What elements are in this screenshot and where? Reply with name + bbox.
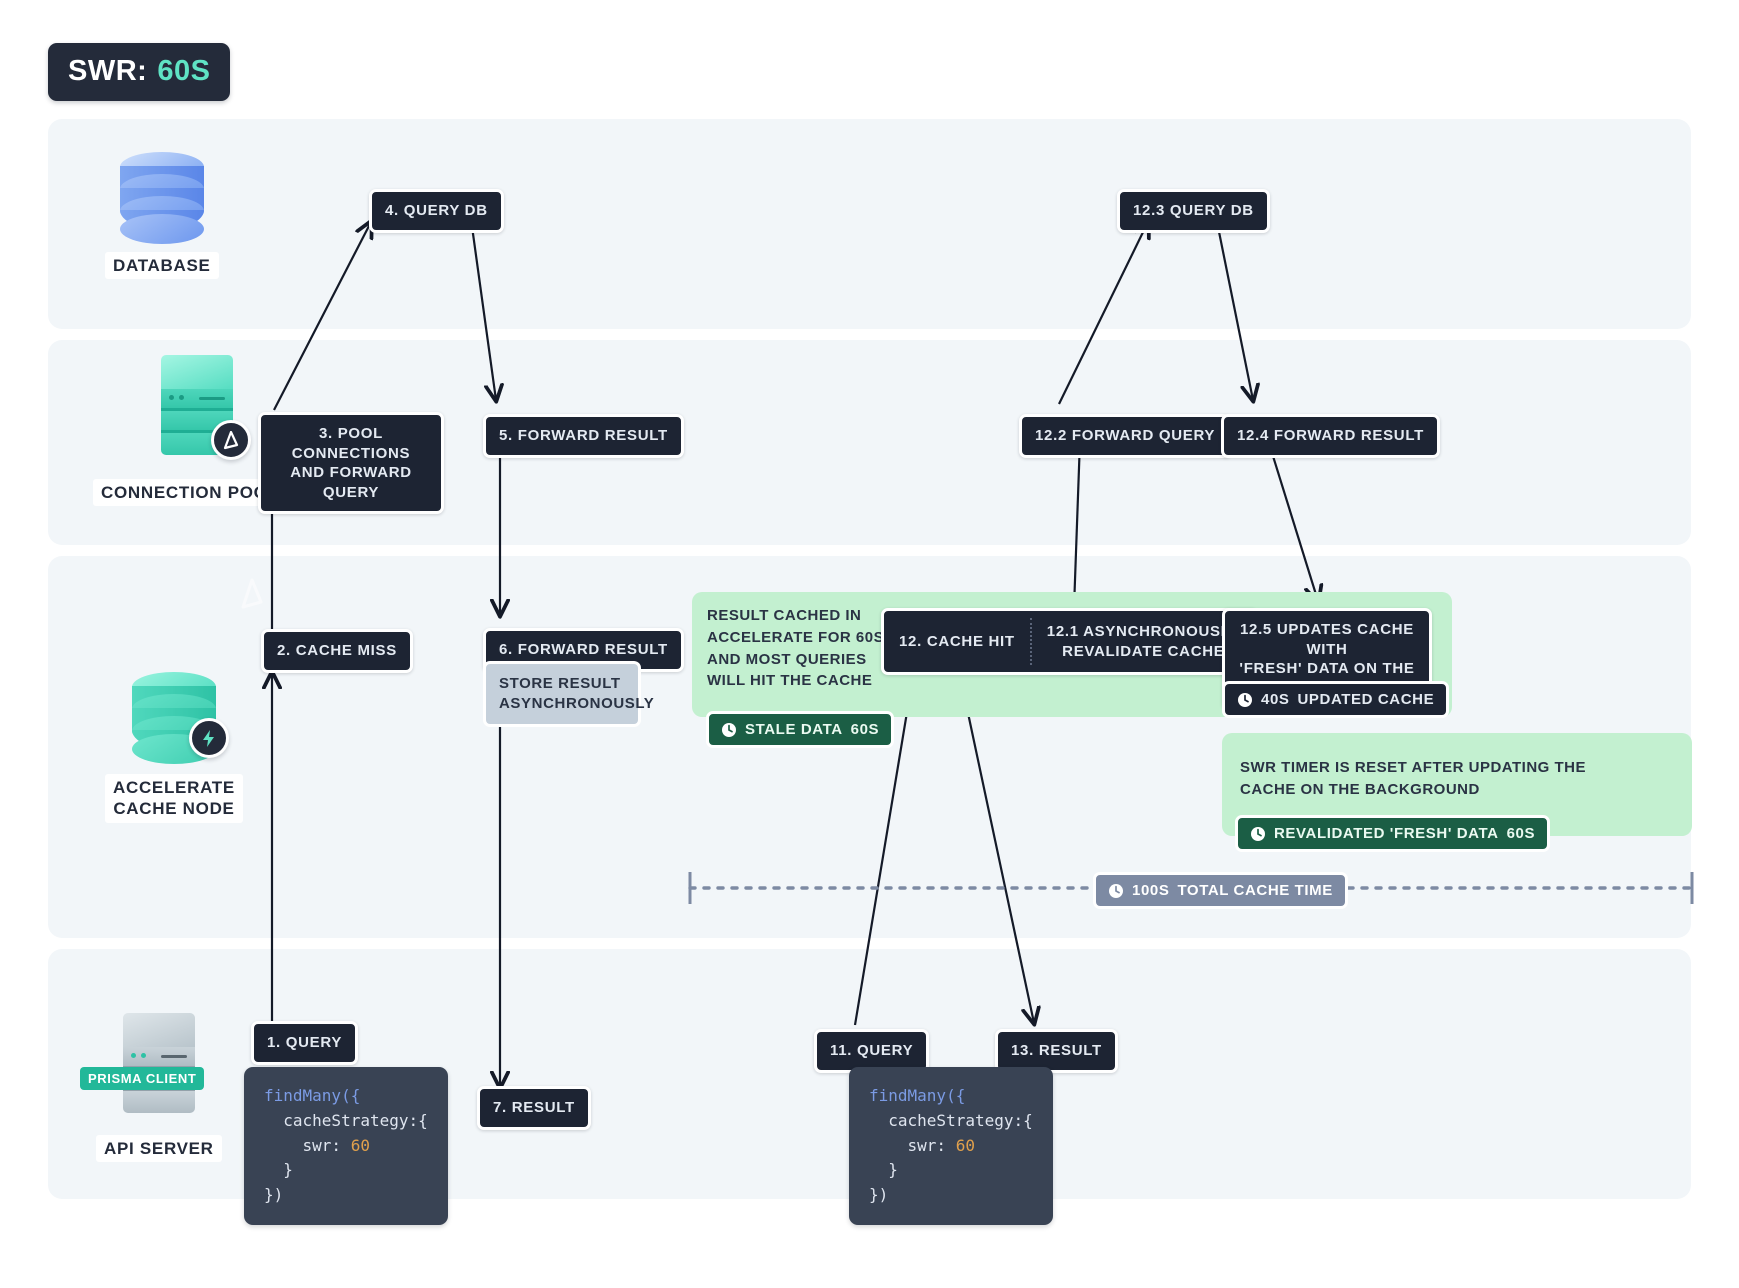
chip-divider <box>1029 618 1032 665</box>
chip-step-3[interactable]: 3. POOL CONNECTIONS AND FORWARD QUERY <box>258 412 444 514</box>
swr-title-badge: SWR: 60S <box>48 43 231 101</box>
badge-stale-label: STALE DATA <box>745 721 843 738</box>
chip-step-12-4[interactable]: 12.4 FORWARD RESULT <box>1221 414 1440 458</box>
badge-updated-cache: 40S UPDATED CACHE <box>1222 681 1450 718</box>
code-block-left[interactable]: findMany({ cacheStrategy:{ swr: 60 } }) <box>244 1067 448 1225</box>
chip-step-12-2[interactable]: 12.2 FORWARD QUERY <box>1019 414 1232 458</box>
badge-total-label: TOTAL CACHE TIME <box>1177 882 1333 899</box>
database-cylinder-icon <box>119 152 204 244</box>
prisma-logo-icon <box>210 420 251 460</box>
swr-value: 60S <box>157 55 211 87</box>
clock-icon <box>1109 883 1123 898</box>
code-num-left: 60 <box>350 1135 370 1155</box>
clock-icon <box>1238 692 1252 707</box>
code-l2-right: cacheStrategy:{ <box>869 1110 1033 1130</box>
badge-revalidated-time: 60S <box>1506 825 1536 842</box>
chip-step-1[interactable]: 1. QUERY <box>251 1021 359 1065</box>
chip-step-13[interactable]: 13. RESULT <box>995 1029 1118 1073</box>
lightning-bolt-icon <box>188 718 229 758</box>
cache-cylinder-icon <box>131 672 229 764</box>
chip-step-5[interactable]: 5. FORWARD RESULT <box>483 414 684 458</box>
lane-database <box>48 119 1691 329</box>
badge-updated-time: 40S <box>1261 691 1290 708</box>
code-l3-right: swr: <box>869 1135 956 1155</box>
code-l5-left: }) <box>264 1185 284 1205</box>
connection-pool-server-icon <box>160 355 251 463</box>
clock-icon <box>1251 826 1265 841</box>
label-api-server: API SERVER <box>96 1135 222 1163</box>
node-cache: ACCELERATE CACHE NODE <box>105 672 243 823</box>
code-l3-left: swr: <box>264 1135 351 1155</box>
badge-total-cache-time: 100S TOTAL CACHE TIME <box>1093 872 1348 909</box>
node-api-server: PRISMA CLIENT API SERVER <box>80 1013 222 1163</box>
code-num-right: 60 <box>955 1135 975 1155</box>
badge-stale-time: 60S <box>850 721 880 738</box>
code-fn-right: findMany({ <box>869 1086 966 1105</box>
note-swr-timer: SWR TIMER IS RESET AFTER UPDATING THE CA… <box>1240 759 1587 798</box>
label-cache-node: ACCELERATE CACHE NODE <box>105 774 243 823</box>
chip-step-11[interactable]: 11. QUERY <box>814 1029 930 1073</box>
prisma-watermark-icon <box>238 578 264 615</box>
clock-icon <box>722 722 736 737</box>
code-l2-left: cacheStrategy:{ <box>264 1110 428 1130</box>
badge-total-time: 100S <box>1132 882 1170 899</box>
code-l4-left: } <box>264 1160 293 1180</box>
code-fn-left: findMany({ <box>264 1086 361 1105</box>
swr-label: SWR: <box>68 55 148 87</box>
badge-revalidated-label: REVALIDATED 'FRESH' DATA <box>1274 825 1499 842</box>
code-block-right[interactable]: findMany({ cacheStrategy:{ swr: 60 } }) <box>849 1067 1053 1225</box>
chip-step-12-1[interactable]: 12.1 ASYNCHRONOUSLY REVALIDATE CACHE <box>1046 623 1240 660</box>
chip-step-12-3[interactable]: 12.3 QUERY DB <box>1117 189 1270 233</box>
total-cache-time-ruler <box>688 872 1694 904</box>
chip-step-4[interactable]: 4. QUERY DB <box>369 189 504 233</box>
chip-step-12-group[interactable]: 12. CACHE HIT 12.1 ASYNCHRONOUSLY REVALI… <box>881 608 1258 675</box>
prisma-client-tag: PRISMA CLIENT <box>80 1067 205 1090</box>
code-l5-right: }) <box>869 1185 889 1205</box>
note-store-result-async: STORE RESULT ASYNCHRONOUSLY <box>483 661 654 727</box>
chip-step-2[interactable]: 2. CACHE MISS <box>261 629 413 673</box>
badge-revalidated-data: REVALIDATED 'FRESH' DATA 60S <box>1235 815 1551 852</box>
badge-stale-data: STALE DATA 60S <box>706 711 895 748</box>
node-connection-pool: CONNECTION POOL <box>93 355 287 507</box>
code-l4-right: } <box>869 1160 898 1180</box>
chip-step-12[interactable]: 12. CACHE HIT <box>899 632 1015 650</box>
chip-step-7[interactable]: 7. RESULT <box>477 1086 591 1130</box>
node-database: DATABASE <box>105 152 219 280</box>
badge-updated-label: UPDATED CACHE <box>1297 691 1435 708</box>
label-database: DATABASE <box>105 252 219 280</box>
note-result-cached: RESULT CACHED IN ACCELERATE FOR 60S AND … <box>707 607 885 690</box>
